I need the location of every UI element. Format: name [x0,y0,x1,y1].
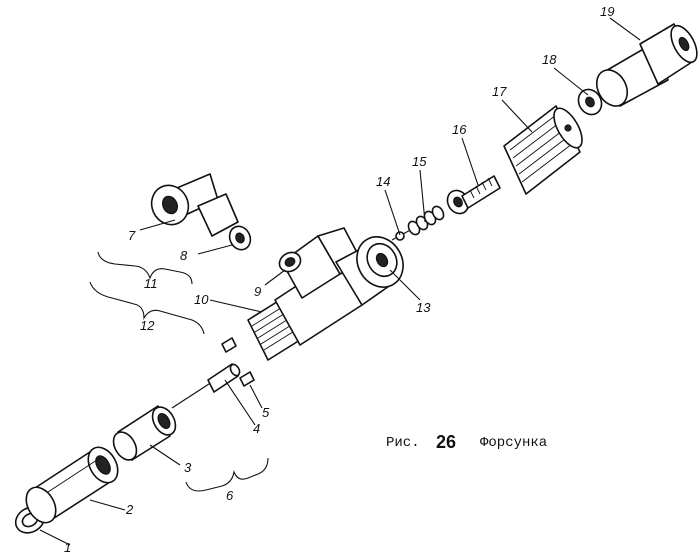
label-17: 17 [492,84,507,99]
label-8: 8 [180,248,188,263]
label-12: 12 [140,318,155,333]
leader-lines [39,17,641,546]
label-15: 15 [412,154,427,169]
label-19: 19 [600,4,614,19]
caption-prefix: Рис. [386,435,420,451]
part-8-small-nut [228,225,252,251]
label-9: 9 [254,284,261,299]
label-18: 18 [542,52,557,67]
label-3: 3 [184,460,192,475]
label-2: 2 [125,502,134,517]
part-2-nozzle-nut [25,446,119,524]
caption-number: 26 [436,432,456,452]
part-7-union-nut [150,173,239,237]
label-4: 4 [253,421,260,436]
part-17-spring-cap [503,105,583,195]
part-3-nozzle-body [112,405,177,461]
part-10-injector-body [247,227,404,361]
part-18-lock-nut [577,88,603,116]
label-1: 1 [64,540,71,555]
group-braces [89,251,269,492]
part-15-spring [407,205,445,236]
label-13: 13 [416,300,431,315]
part-16-adjusting-screw [446,175,501,215]
label-6: 6 [226,488,234,503]
label-7: 7 [128,228,136,243]
label-5: 5 [262,405,270,420]
label-14: 14 [376,174,390,189]
part-4-needle [171,363,241,409]
brace-6 [185,457,269,492]
caption-title: Форсунка [480,435,547,451]
part-labels: 1 2 3 4 5 6 7 8 9 10 11 12 13 14 15 16 1… [64,4,614,555]
brace-12 [89,281,205,335]
label-10: 10 [194,292,209,307]
part-19-cap [595,23,698,107]
label-16: 16 [452,122,467,137]
figure-caption: Рис. 26 Форсунка [386,432,547,452]
brace-11 [97,251,193,285]
part-5-pins [221,337,255,387]
label-11: 11 [144,276,158,291]
